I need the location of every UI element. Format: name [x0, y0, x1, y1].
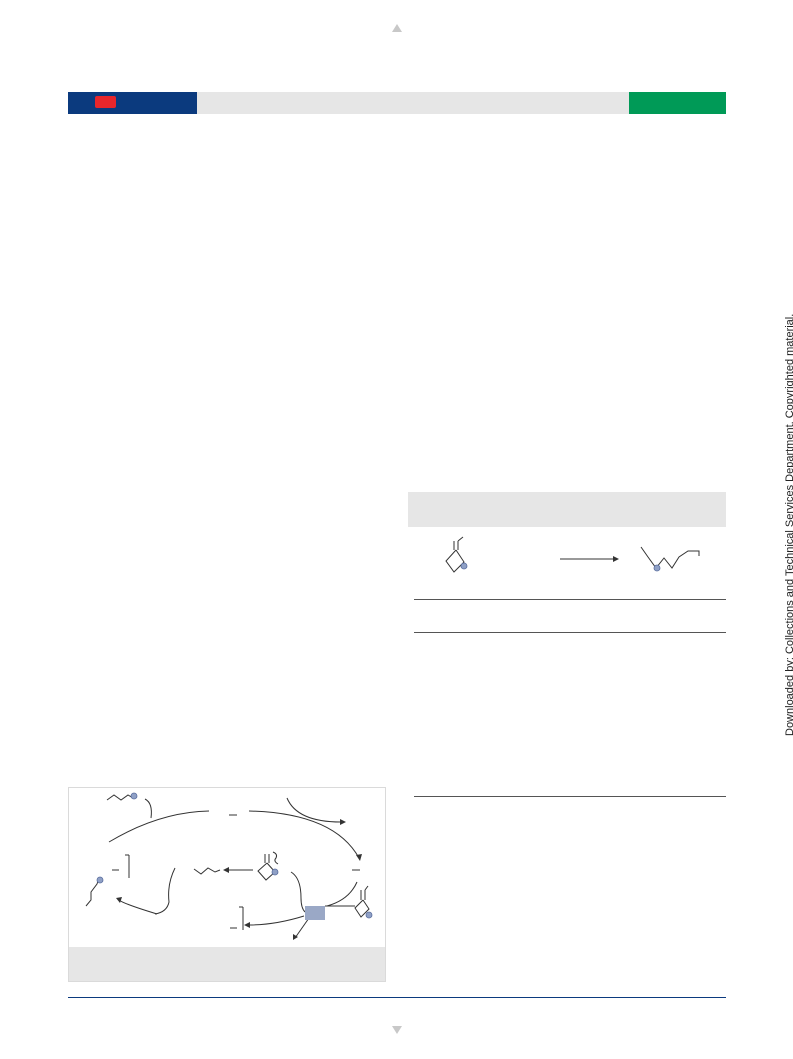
catalytic-cycle-diagram	[85, 792, 373, 940]
intermediate-chain	[193, 867, 221, 875]
arc-bottom-left-head	[116, 897, 122, 903]
byproduct-exit-arrow	[286, 797, 342, 823]
box-exit-head	[293, 934, 298, 940]
substrate-atom-marker	[130, 792, 138, 800]
cycle-arc-inner-left	[154, 867, 176, 915]
cyclobutane-ring	[445, 549, 465, 573]
product-chain	[640, 546, 700, 569]
product-atom-marker	[653, 564, 661, 572]
table-header-rule	[414, 632, 726, 633]
reactant-atom-marker	[460, 562, 468, 570]
table-bottom-rule	[414, 796, 726, 797]
box-exit-arrow	[294, 917, 310, 939]
cycle-arc-right-lower	[326, 881, 358, 907]
arc-bottom-head	[244, 922, 250, 928]
right-atom-marker	[365, 911, 373, 919]
arc-top-right-head	[356, 854, 362, 861]
center-to-box-arrow	[290, 871, 306, 913]
cycle-arc-bottom-left	[118, 899, 158, 915]
cycle-arc-bottom	[248, 915, 305, 926]
reaction-scheme	[445, 536, 700, 573]
article-type-band	[629, 92, 726, 114]
journal-badge	[95, 96, 116, 108]
reaction-arrow-head	[613, 556, 619, 562]
catalyst-highlight-box	[305, 906, 325, 920]
cyclobutane-center	[257, 862, 276, 881]
center-wavy-bond	[272, 851, 279, 865]
scheme-caption-panel	[408, 492, 726, 527]
page-down-icon[interactable]	[392, 1026, 402, 1034]
center-atom-marker	[271, 868, 279, 876]
cyclobutane-right	[354, 899, 370, 918]
page-up-icon[interactable]	[392, 24, 402, 32]
product-chain-left	[85, 877, 100, 907]
catalytic-cycle-figure	[68, 787, 386, 982]
header-title-band	[197, 92, 629, 114]
cycle-arc-top-right	[248, 810, 360, 859]
journal-header-band	[68, 92, 197, 114]
footer-rule	[68, 997, 726, 998]
figure-caption-panel	[69, 947, 385, 981]
byproduct-arrow-head	[340, 819, 346, 825]
right-substituent	[364, 885, 369, 891]
substrate-chain-top	[106, 794, 134, 801]
cycle-arc-top-left	[108, 810, 210, 843]
download-watermark: Downloaded by: Collections and Technical…	[784, 313, 793, 736]
table-top-rule	[414, 599, 726, 600]
substituent-bond	[457, 536, 464, 542]
inner-arrow-head	[223, 867, 229, 873]
product-atom-marker-left	[96, 876, 104, 884]
substrate-entry-arrow	[144, 798, 152, 819]
